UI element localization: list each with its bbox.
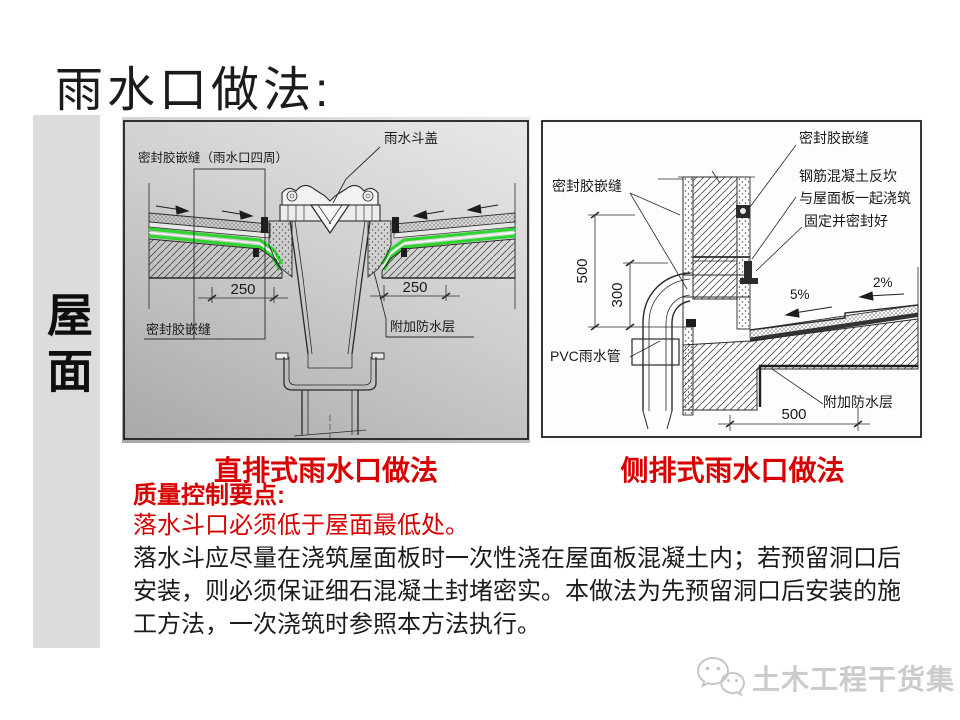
label-extra-membrane: 附加防水层: [390, 319, 455, 334]
label-seal-left: 密封胶嵌缝: [552, 178, 622, 194]
hopper-cover: [279, 184, 381, 235]
pvc-pipe: [631, 272, 696, 430]
sealant-blocks: [253, 217, 407, 257]
label-upstand-2: 与屋面板一起浇筑: [799, 190, 911, 206]
label-seal-top: 密封胶嵌缝: [799, 130, 869, 146]
slope-5: 5%: [790, 287, 810, 302]
page-title: 雨水口做法:: [55, 64, 333, 117]
flow-arrows: [155, 204, 499, 220]
diagram-direct-drain: 250 250 密封胶嵌缝（雨水口四周） 雨水斗盖 密封胶嵌缝 附加防水层: [122, 117, 530, 443]
notes-body: 落水斗应尽量在浇筑屋面板时一次性浇在屋面板混凝土内；若预留洞口后安装，则必须保证…: [133, 545, 901, 638]
wechat-icon: [696, 656, 746, 697]
label-upstand-1: 钢筋混凝土反坎: [799, 168, 897, 184]
dimension-h500: [718, 407, 870, 431]
drawing-frame: [123, 120, 529, 440]
label-fix-seal: 固定并密封好: [804, 213, 888, 229]
dimension-250-left: [198, 287, 288, 303]
dim-v500: 500: [574, 258, 591, 283]
caption-direct-drain: 直排式雨水口做法: [213, 455, 438, 486]
section-sidebar: 屋面: [33, 115, 100, 648]
drawing-frame: [541, 120, 922, 438]
notes-heading: 质量控制要点:: [133, 482, 285, 509]
parapet-wall: [658, 170, 755, 416]
dim-h500: 500: [781, 406, 806, 423]
dim-250-left: 250: [230, 281, 255, 298]
caption-side-drain: 侧排式雨水口做法: [620, 455, 845, 486]
quality-notes: 质量控制要点: 落水斗口必须低于屋面最低处。 落水斗应尽量在浇筑屋面板时一次性浇…: [133, 482, 923, 641]
slope-2: 2%: [873, 275, 893, 290]
label-seal-around: 密封胶嵌缝（雨水口四周）: [138, 150, 288, 165]
watermark-text: 土木工程干货集: [752, 664, 956, 695]
drain-funnel: [289, 220, 371, 355]
diagram-side-drain: 500 300 500 5% 2% 密封胶嵌缝 钢筋混凝土反坎 与屋面板一起浇筑: [540, 117, 925, 443]
dimension-v300: [623, 259, 668, 331]
watermark: 土木工程干货集: [694, 650, 955, 706]
leader-lines: [629, 144, 824, 405]
anchor-and-clamp: [736, 205, 758, 284]
slope-annotations: [784, 291, 905, 318]
label-hopper-cover: 雨水斗盖: [384, 131, 438, 146]
sidebar-label: 屋面: [41, 291, 93, 403]
dim-v300: 300: [609, 282, 626, 307]
roof-right: [380, 212, 516, 279]
downpipe: [293, 390, 367, 441]
roof-left: [148, 212, 284, 279]
dimension-250-right: [370, 285, 460, 301]
pipe-bell-joint: [275, 352, 385, 391]
roof-assembly: [682, 304, 919, 411]
dimension-v500: [588, 211, 683, 331]
label-pvc-pipe: PVC雨水管: [550, 348, 621, 364]
label-extra-membrane: 附加防水层: [823, 394, 893, 410]
leader-lines: [144, 146, 474, 340]
label-seal-bottom: 密封胶嵌缝: [146, 322, 211, 337]
notes-key-point: 落水斗口必须低于屋面最低处。: [133, 512, 469, 539]
direct-drain-drawing: 250 250 密封胶嵌缝（雨水口四周） 雨水斗盖 密封胶嵌缝 附加防水层: [123, 120, 529, 441]
side-drain-drawing: 500 300 500 5% 2% 密封胶嵌缝 钢筋混凝土反坎 与屋面板一起浇筑: [541, 120, 922, 438]
dim-250-right: 250: [402, 279, 427, 296]
